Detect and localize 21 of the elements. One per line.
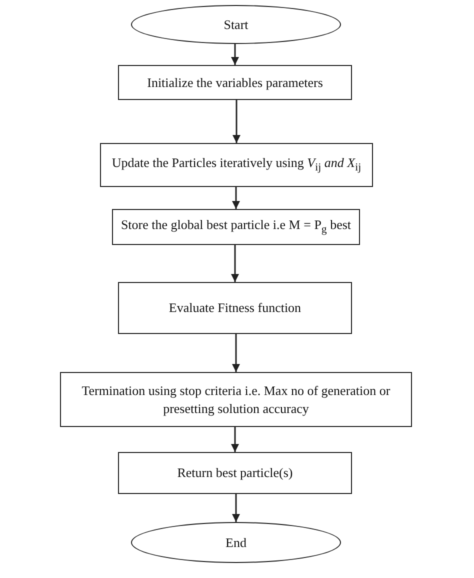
node-label: Start bbox=[224, 16, 248, 34]
arrow bbox=[232, 334, 240, 372]
process-box bbox=[60, 372, 412, 427]
node-label: Initialize the variables parameters bbox=[147, 74, 323, 92]
arrow bbox=[232, 100, 240, 143]
process-box bbox=[118, 452, 352, 494]
process-box bbox=[112, 209, 360, 245]
arrow bbox=[231, 427, 239, 452]
arrow bbox=[231, 44, 239, 65]
arrow bbox=[232, 187, 240, 209]
node-label: Store the global best particle i.e M = P$_{g}$ best bbox=[120, 216, 352, 238]
node-label: Evaluate Fitness function bbox=[168, 299, 302, 317]
arrow bbox=[231, 245, 239, 282]
process-box bbox=[118, 282, 352, 334]
process-box bbox=[118, 65, 352, 100]
arrow bbox=[232, 494, 240, 522]
process-box bbox=[100, 143, 373, 187]
node-label: Return best particle(s) bbox=[177, 464, 293, 482]
node-label: End bbox=[226, 534, 246, 552]
node-label: Termination using stop criteria i.e. Max no of generation or presetting solution accuracy bbox=[80, 382, 392, 418]
node-label: Update the Particles iteratively using V$_{ij}$ and X$_{ij}$ bbox=[112, 154, 362, 176]
